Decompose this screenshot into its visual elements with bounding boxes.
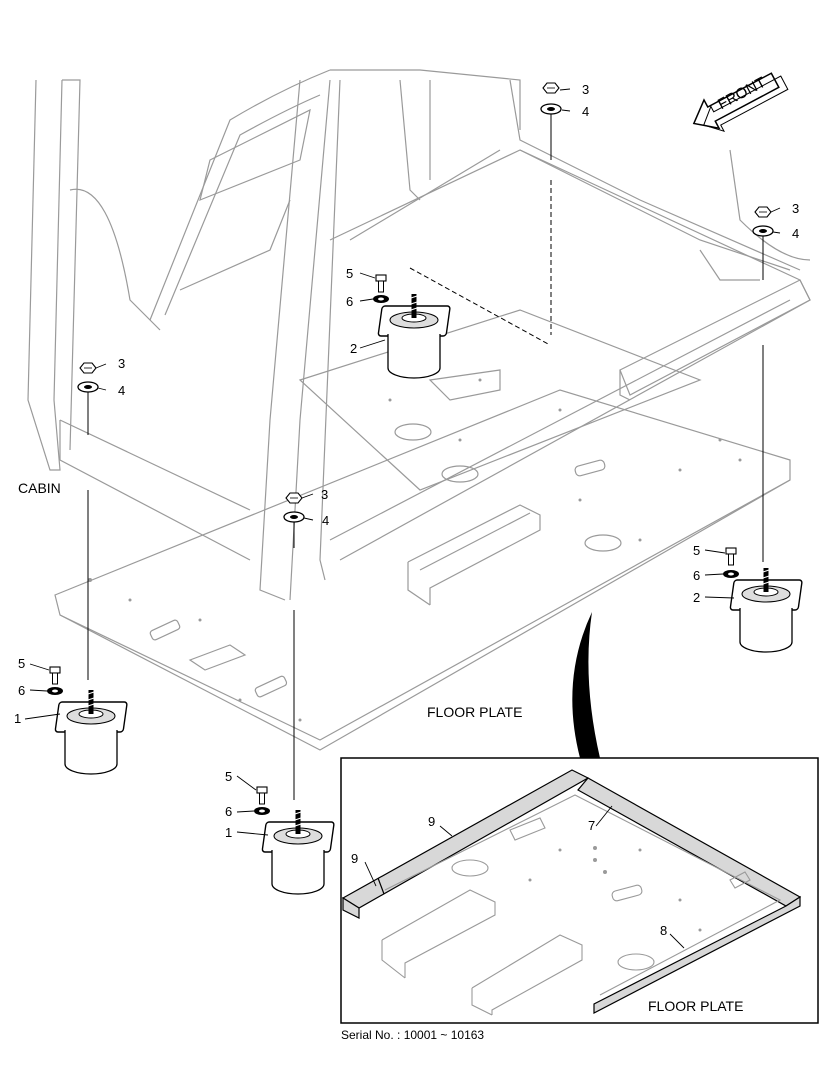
nut-icon (285, 492, 303, 504)
washer-icon (77, 381, 99, 393)
serial-number: Serial No. : 10001 ~ 10163 (341, 1028, 485, 1042)
bolt-icon (256, 786, 268, 805)
callout-5: 5 (18, 656, 26, 671)
plate-holes (88, 378, 742, 722)
callout-5: 5 (346, 266, 354, 281)
cabin-frame (27, 69, 811, 601)
callout-3: 3 (321, 487, 329, 502)
nut-icon (79, 362, 97, 374)
bolt-icon (725, 547, 737, 566)
detail-box (340, 612, 819, 1024)
rubber-mount-icon (55, 690, 127, 774)
callout-4: 4 (118, 383, 126, 398)
washer-icon (752, 225, 774, 237)
callout-5: 5 (693, 543, 701, 558)
rubber-mount-icon (730, 568, 802, 652)
callout-7: 7 (588, 818, 596, 833)
front-arrow-icon (692, 72, 789, 133)
washer-icon (47, 687, 63, 695)
callout-2: 2 (693, 590, 701, 605)
callout-6: 6 (693, 568, 701, 583)
callout-3: 3 (118, 356, 126, 371)
floor-plate-detail-label: FLOOR PLATE (648, 998, 744, 1014)
callout-5: 5 (225, 769, 233, 784)
callout-3: 3 (792, 201, 800, 216)
alignment-lines (87, 112, 764, 800)
callout-leaders (24, 88, 781, 836)
callout-4: 4 (792, 226, 800, 241)
nut-icon (542, 82, 560, 94)
washer-icon (540, 103, 562, 115)
washer-icon (723, 570, 739, 578)
callout-4: 4 (322, 513, 330, 528)
callout-4: 4 (582, 104, 590, 119)
callout-9: 9 (351, 851, 359, 866)
callout-1: 1 (14, 711, 22, 726)
callout-6: 6 (18, 683, 26, 698)
washer-icon (283, 511, 305, 523)
washer-icon (254, 807, 270, 815)
rubber-mount-icon (378, 294, 450, 378)
callout-6: 6 (225, 804, 233, 819)
cabin-label: CABIN (18, 480, 61, 496)
rubber-mount-icon (262, 810, 334, 894)
callout-8: 8 (660, 923, 668, 938)
callout-9: 9 (428, 814, 436, 829)
callout-1: 1 (225, 825, 233, 840)
callout-3: 3 (582, 82, 590, 97)
nut-icon (754, 206, 772, 218)
bolt-icon (375, 274, 387, 293)
bolt-icon (49, 666, 61, 685)
callout-2: 2 (350, 341, 358, 356)
washer-icon (373, 295, 389, 303)
floor-plate-main (54, 389, 791, 751)
callout-6: 6 (346, 294, 354, 309)
floor-plate-label: FLOOR PLATE (427, 704, 523, 720)
